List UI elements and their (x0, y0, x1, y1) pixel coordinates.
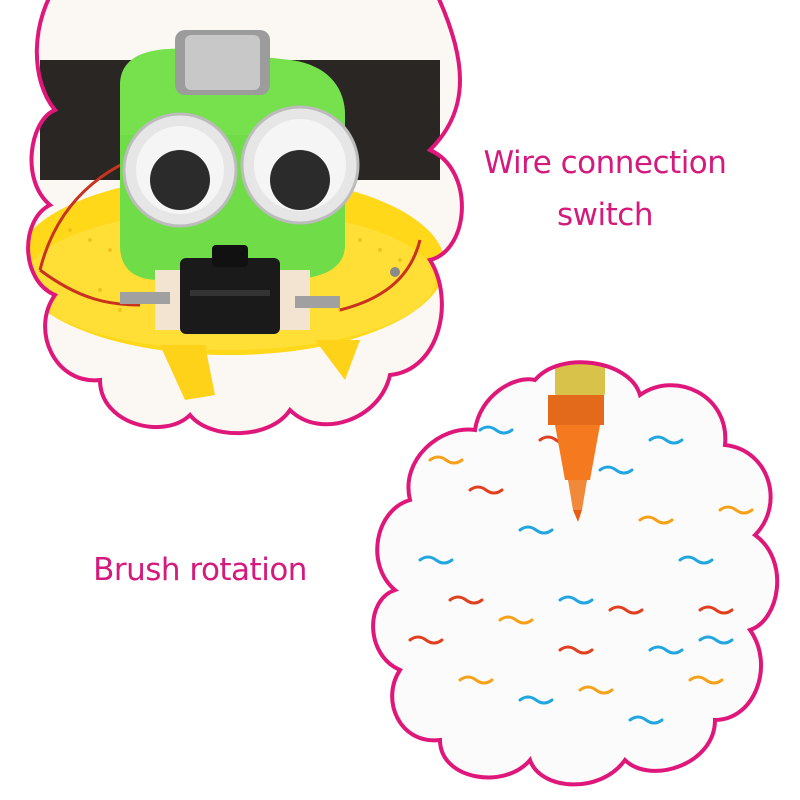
drawing-photo (373, 362, 778, 785)
caption-brush-rotation: Brush rotation (93, 552, 307, 588)
robot-photo (28, 0, 462, 434)
caption-switch: switch (557, 197, 653, 233)
marker-pen (548, 362, 605, 522)
caption-wire-connection: Wire connection (483, 145, 727, 181)
